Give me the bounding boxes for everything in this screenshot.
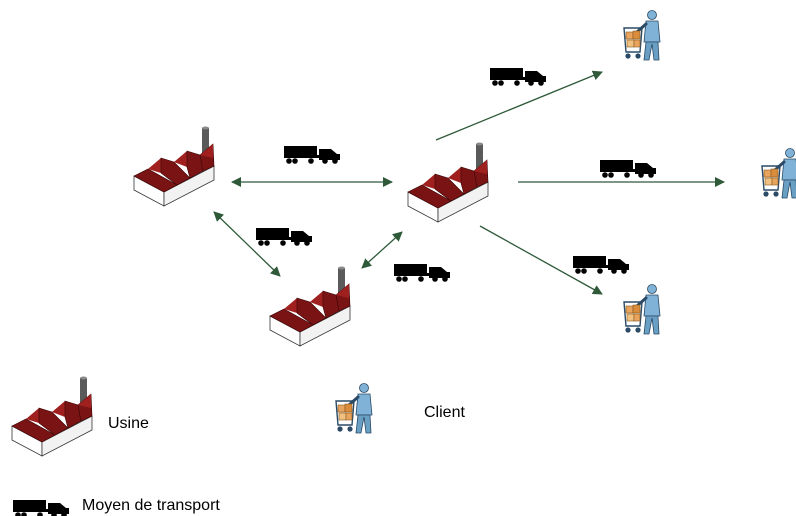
truck-icon <box>284 146 340 164</box>
legend-factory-label: Usine <box>108 415 149 432</box>
truck-icon <box>256 228 312 246</box>
arrow-factory-left-to-bottom <box>213 211 281 277</box>
truck-icon <box>490 68 546 86</box>
shopping-cart-person-icon <box>622 9 662 62</box>
arrow-center-to-client-bottom <box>479 225 603 295</box>
legend-client-icon <box>334 382 374 435</box>
shopping-cart-person-icon <box>760 147 796 200</box>
legend-client-label: Client <box>424 404 465 421</box>
shopping-cart-person-icon <box>622 283 662 336</box>
legend-transport-label: Moyen de transport <box>82 497 220 514</box>
factory-icon <box>407 142 489 223</box>
truck-icon <box>573 256 629 274</box>
arrow-center-to-client-top <box>435 70 603 141</box>
factory-icon <box>269 266 351 347</box>
factory-icon <box>133 126 215 207</box>
truck-icon <box>394 264 450 282</box>
arrows-layer <box>213 70 725 295</box>
legend-truck-icon <box>13 500 69 516</box>
legend-factory-icon <box>11 376 93 457</box>
truck-icon <box>600 160 656 178</box>
arrow-factory-bottom-to-center <box>361 231 403 269</box>
